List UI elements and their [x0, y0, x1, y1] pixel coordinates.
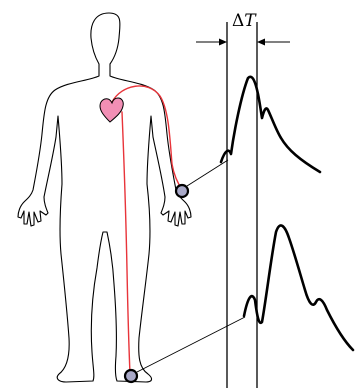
delta-t-label: ΔT — [232, 11, 257, 31]
delta-arrowhead-left — [219, 39, 227, 46]
delta-arrowhead-right — [257, 39, 265, 46]
ankle-sensor-icon — [125, 370, 137, 382]
heart-icon — [100, 98, 123, 122]
wrist-pulse-waveform — [221, 77, 320, 172]
ankle-pulse-waveform — [244, 225, 353, 350]
wrist-leader-line — [187, 160, 228, 186]
body-outline — [18, 13, 191, 382]
ankle-leader-line — [137, 317, 245, 372]
wrist-sensor-icon — [176, 185, 188, 197]
leg-artery — [122, 112, 130, 374]
delta-variable: T — [244, 11, 257, 31]
delta-symbol: Δ — [232, 11, 244, 31]
